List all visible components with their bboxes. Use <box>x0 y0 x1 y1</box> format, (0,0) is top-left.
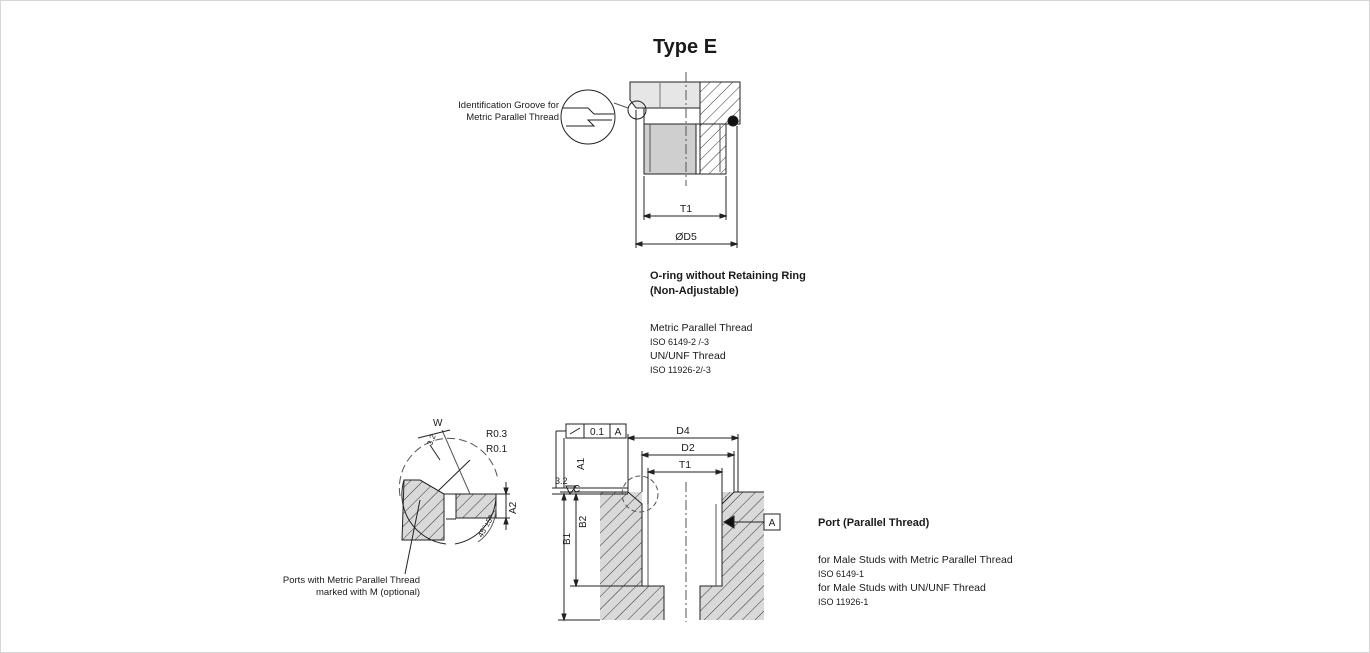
port-line1: for Male Studs with Metric Parallel Thre… <box>818 554 1013 566</box>
port-t1-label: T1 <box>679 459 691 471</box>
r01-label: R0.1 <box>486 444 508 455</box>
groove-note-line2: Metric Parallel Thread <box>466 112 559 123</box>
b1-label: B1 <box>562 532 573 545</box>
tolerance-value: 0.1 <box>590 427 604 438</box>
ports-note-line1: Ports with Metric Parallel Thread <box>282 575 420 586</box>
surf-label: 3.2 <box>425 433 437 447</box>
tolerance-datum: A <box>615 427 622 438</box>
datum-label: A <box>769 518 776 529</box>
port-heading: Port (Parallel Thread) <box>818 517 930 529</box>
ports-note: Ports with Metric Parallel Thread marked… <box>220 575 420 599</box>
stud-line3: UN/UNF Thread <box>650 350 726 362</box>
groove-note-line1: Identification Groove for <box>458 100 559 111</box>
w-label: W <box>433 418 443 429</box>
r03-label: R0.3 <box>486 429 508 440</box>
port-line3: for Male Studs with UN/UNF Thread <box>818 582 986 594</box>
port-drawing <box>552 423 781 622</box>
ports-note-line2: marked with M (optional) <box>315 587 420 598</box>
stud-description: O-ring without Retaining Ring (Non-Adjus… <box>650 269 806 377</box>
port-description: Port (Parallel Thread) for Male Studs wi… <box>818 516 1013 609</box>
port-line2: ISO 6149-1 <box>818 569 865 579</box>
d2-label: D2 <box>681 442 695 454</box>
groove-note: Identification Groove for Metric Paralle… <box>390 100 559 124</box>
a1-label: A1 <box>576 457 587 470</box>
c-label: C <box>573 484 580 495</box>
stud-line2: ISO 6149-2 /-3 <box>650 337 710 347</box>
d4-label: D4 <box>676 425 690 437</box>
left-detail-drawing <box>398 429 510 575</box>
port-line4: ISO 11926-1 <box>818 597 869 607</box>
stud-t1-label: T1 <box>680 203 692 215</box>
stud-line4: ISO 11926-2/-3 <box>650 365 711 375</box>
b2-label: B2 <box>578 515 589 528</box>
stud-line1: Metric Parallel Thread <box>650 322 753 334</box>
page-title: Type E <box>652 36 718 58</box>
stud-d5-label: ØD5 <box>675 231 697 243</box>
stud-heading-line1: O-ring without Retaining Ring <box>650 270 806 282</box>
port-surf-label: 3.2 <box>555 476 568 486</box>
a2-label: A2 <box>508 501 519 514</box>
stud-heading-line2: (Non-Adjustable) <box>650 285 739 297</box>
stud-drawing <box>560 72 741 248</box>
